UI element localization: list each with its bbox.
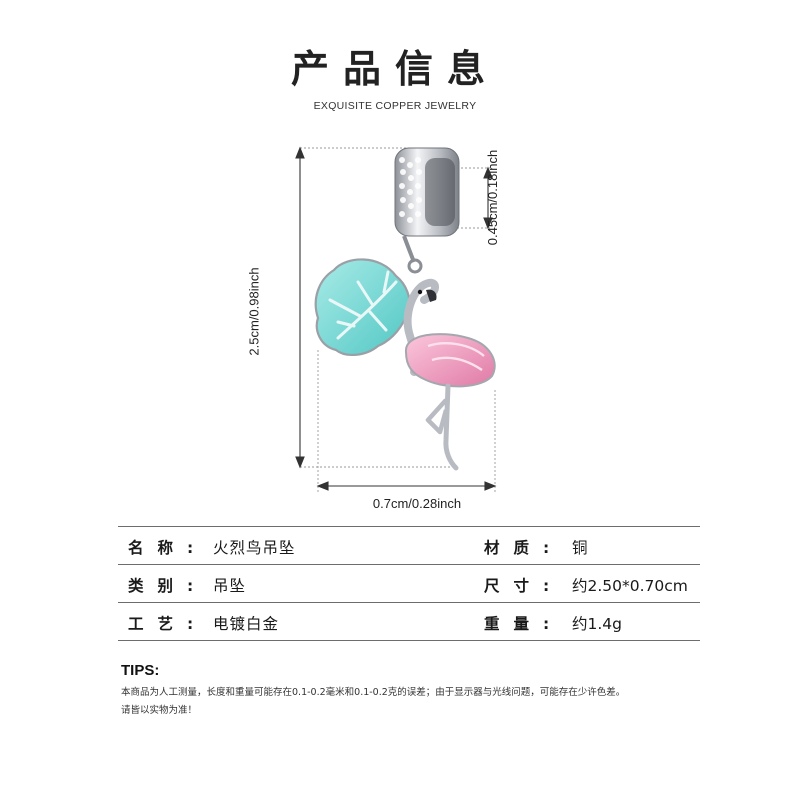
spec-value: 约2.50*0.70cm [572,577,688,595]
spec-value: 电镀白金 [213,615,280,633]
bail-dimension: 0.45cm/0.18inch [485,149,501,246]
spec-label: 重量: [484,615,564,633]
spec-row-name: 名称: 火烈鸟吊坠 材质: 铜 [118,527,698,564]
height-dimension: 2.5cm/0.98inch [246,267,262,356]
tips-line: 请皆以实物为准！ [121,705,198,716]
spec-divider [118,564,700,565]
spec-label: 名称: [128,539,208,557]
spec-label: 类别: [128,577,208,595]
spec-divider [118,640,700,641]
spec-label: 尺寸: [484,577,564,595]
spec-value: 吊坠 [213,577,247,595]
tips-line: 本商品为人工测量，长度和重量可能存在0.1-0.2毫米和0.1-0.2克的误差；… [121,687,626,698]
spec-label: 工艺: [128,615,208,633]
width-dimension: 0.7cm/0.28inch [372,496,462,511]
tips-text: 本商品为人工测量，长度和重量可能存在0.1-0.2毫米和0.1-0.2克的误差；… [121,684,711,720]
bail-arrow [483,166,493,230]
spec-row-category: 类别: 吊坠 尺寸: 约2.50*0.70cm [118,565,698,602]
spec-row-craft: 工艺: 电镀白金 重量: 约1.4g [118,603,698,640]
spec-value: 火烈鸟吊坠 [213,539,296,557]
spec-divider [118,602,700,603]
width-arrow [316,481,497,491]
flamingo [403,278,496,471]
spec-divider [118,526,700,527]
monstera-leaf [314,258,411,356]
page-title: 产品信息 [290,46,499,91]
page-subtitle: EXQUISITE COPPER JEWELRY [313,100,477,112]
spec-value: 铜 [572,539,588,557]
spec-label: 材质: [484,539,564,557]
bail-ring [394,147,460,274]
height-arrow [295,146,305,469]
spec-value: 约1.4g [572,615,622,633]
tips-title: TIPS: [121,662,160,679]
